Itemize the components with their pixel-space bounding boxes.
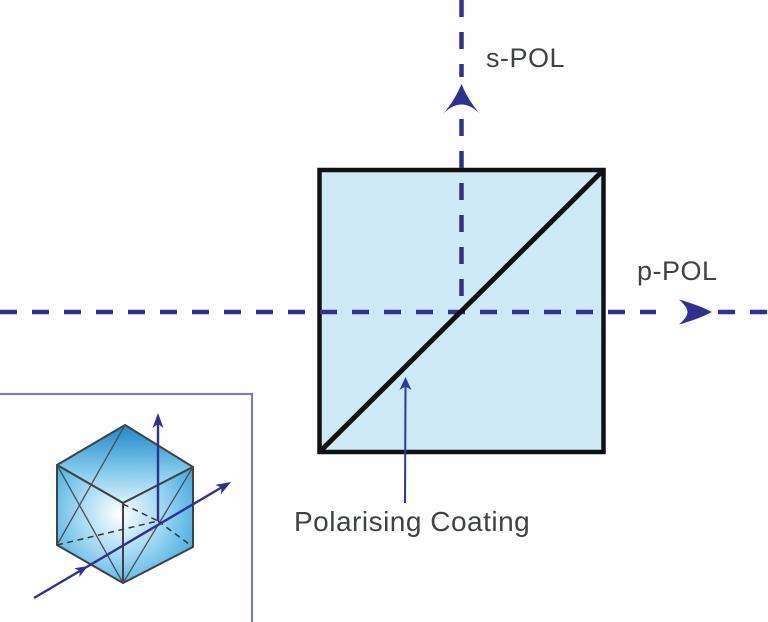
inset-hidden-edge-back (122, 503, 159, 522)
polarising-coating-label: Polarising Coating (294, 506, 531, 537)
s-pol-beam (443, 0, 480, 312)
arrowhead-up-icon (152, 413, 164, 428)
inset-hidden-edge-left (56, 520, 159, 546)
p-pol-label: p-POL (637, 256, 718, 286)
polarising-coating-diagonal (319, 169, 604, 453)
coating-annotation-pointer (399, 377, 412, 504)
inset-input-beam-line (33, 484, 225, 600)
inset-beams (33, 413, 231, 600)
s-pol-label: s-POL (486, 43, 566, 73)
inset-hidden-edge-right (157, 520, 194, 548)
inset-cube (56, 424, 194, 584)
inset-frame (0, 392, 254, 622)
arrowhead-up-icon (443, 84, 480, 114)
arrowhead-up-right-icon (215, 482, 231, 495)
arrowhead-up-right-icon (74, 566, 88, 577)
p-pol-beam (0, 299, 768, 325)
arrowhead-right-icon (679, 299, 712, 325)
arrowhead-up-small-icon (399, 377, 412, 390)
inset-coating-diagonal-1 (56, 424, 126, 546)
inset-cube-hidden-edges (56, 503, 194, 548)
inset-coating-diagonal-2 (56, 464, 124, 584)
inset-illustration (0, 392, 254, 622)
coating-annotation-line (404, 385, 407, 504)
